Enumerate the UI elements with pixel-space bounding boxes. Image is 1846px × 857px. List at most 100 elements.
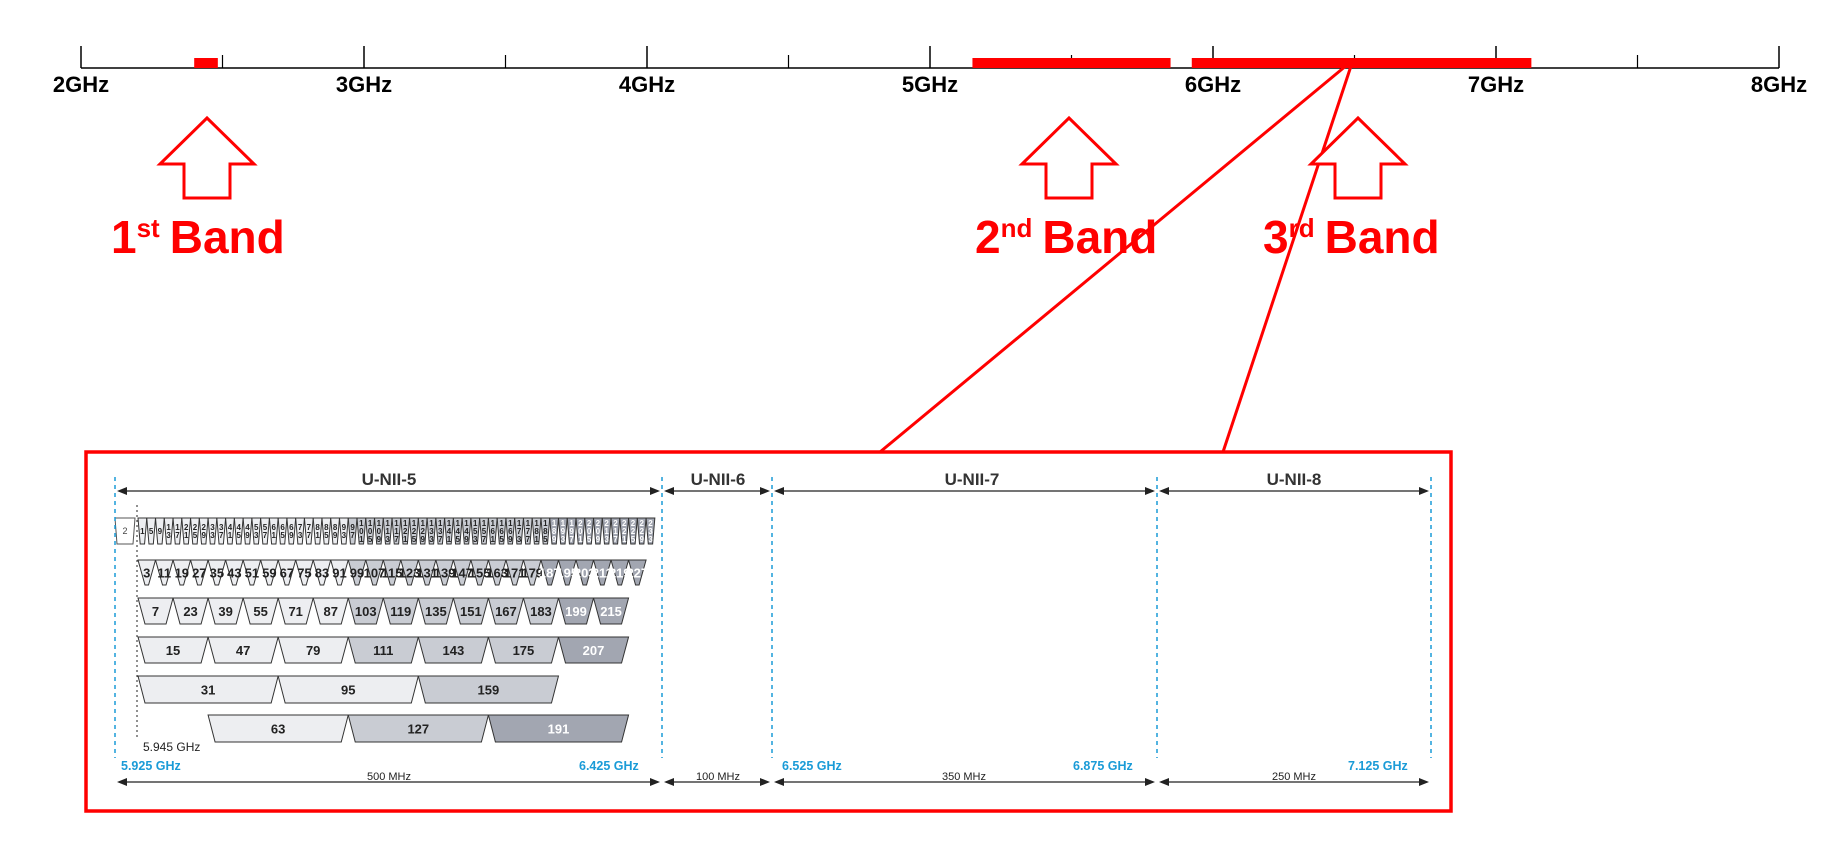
channel-ch20 <box>338 517 349 545</box>
channel-ch80 <box>557 597 595 625</box>
channel-number: 195 <box>556 566 578 581</box>
arrowhead-left-icon <box>117 487 127 495</box>
arrowhead-left-icon <box>1159 778 1169 786</box>
channel-ch40 <box>417 559 437 586</box>
channel-ch40 <box>242 559 262 586</box>
unii-8-label: U-NII-8 <box>1267 470 1322 489</box>
channel-number: 127 <box>407 722 429 737</box>
span-label-unii6: 100 MHz <box>696 771 740 783</box>
span-dimension-lines <box>117 778 1429 786</box>
channel-ch80 <box>137 597 174 625</box>
arrow-up-icon <box>156 115 258 200</box>
channel-ch40 <box>435 559 455 586</box>
channel-ch20 <box>409 517 419 545</box>
arrowhead-right-icon <box>1419 487 1429 495</box>
channel-2 <box>114 517 136 545</box>
channel-ch20 <box>584 517 595 545</box>
axis-tick-label: 5GHz <box>902 72 958 97</box>
channel-ch40 <box>487 559 507 586</box>
channel-ch40 <box>154 559 174 586</box>
axis-tick-label: 8GHz <box>1751 72 1807 97</box>
channel-ch160 <box>347 636 419 664</box>
channel-ch40 <box>452 559 472 586</box>
channel-ch40 <box>172 559 192 586</box>
channel-ch40 <box>522 559 542 586</box>
channel-number: 95 <box>341 683 355 698</box>
channel-ch160 <box>557 636 630 664</box>
channel-ch160 <box>277 636 349 664</box>
channel-ch20 <box>628 517 638 545</box>
channel-ch20 <box>154 517 165 545</box>
arrowhead-left-icon <box>774 778 784 786</box>
channel-number: 111 <box>373 643 393 658</box>
channel-number: 43 <box>227 566 241 581</box>
channel-ch20 <box>592 517 603 545</box>
channel-ch20 <box>479 517 489 545</box>
channel-ch160 <box>487 636 560 664</box>
channel-ch160 <box>207 636 279 664</box>
band-bar <box>194 58 218 68</box>
channel-ch40 <box>382 559 402 586</box>
arrow-up-icon <box>1307 115 1409 200</box>
zoom-lines <box>879 58 1355 454</box>
channel-ch20 <box>496 517 507 545</box>
channel-number: 15 <box>166 643 180 658</box>
freq-label-5945: 5.945 GHz <box>143 740 200 754</box>
channel-ch160 <box>417 636 490 664</box>
channel-ch320a <box>137 675 279 704</box>
channel-ch20 <box>636 517 647 545</box>
channel-number: 5 <box>149 527 154 536</box>
channel-ch20 <box>382 517 393 545</box>
channel-ch80 <box>347 597 384 625</box>
unii-header: U-NII-5 U-NII-6 U-NII-7 U-NII-8 <box>117 470 1429 495</box>
channel-number: 59 <box>262 566 276 581</box>
unii-5-label: U-NII-5 <box>362 470 417 489</box>
channel-ch20 <box>163 517 174 545</box>
channel-number: 227 <box>626 566 648 581</box>
channel-number: 167 <box>495 604 517 619</box>
channel-ch20 <box>645 517 656 545</box>
channel-ch40 <box>347 559 367 586</box>
channel-number: 9 <box>158 527 163 536</box>
channel-ch40 <box>365 559 384 586</box>
channel-number: 131 <box>416 566 438 581</box>
channel-number: 75 <box>297 566 311 581</box>
channel-number: 175 <box>513 643 535 658</box>
channel-ch40 <box>137 559 157 586</box>
channel-ch20 <box>190 517 200 545</box>
band-bar <box>972 58 1171 68</box>
channel-ch40 <box>400 559 419 586</box>
channel-ch20 <box>601 517 612 545</box>
channel-ch20 <box>303 517 314 545</box>
